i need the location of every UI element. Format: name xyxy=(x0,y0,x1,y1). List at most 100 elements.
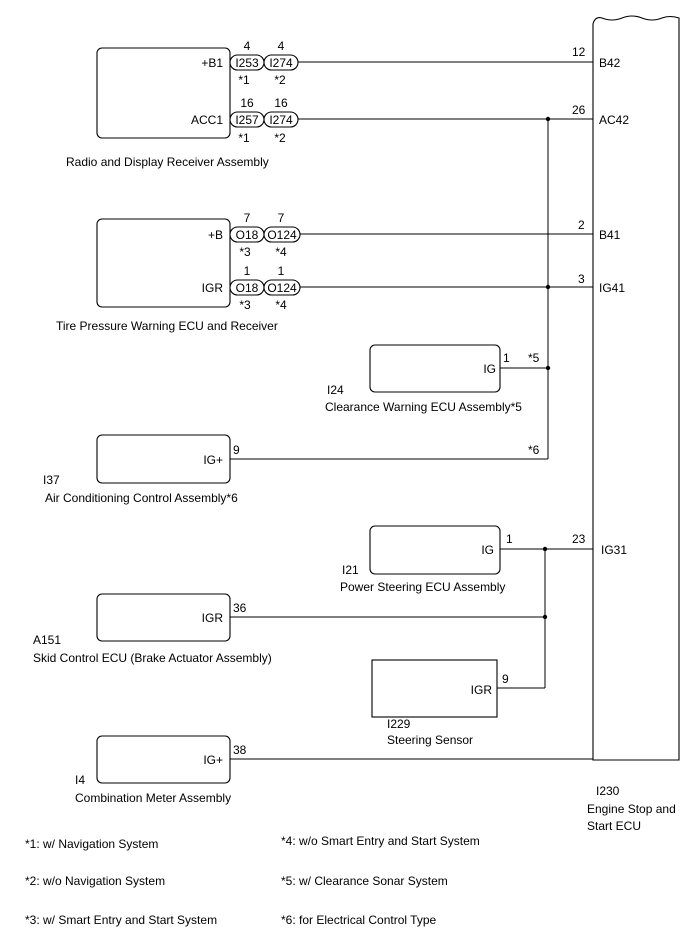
variant-note: *1 xyxy=(238,73,250,87)
footnote: *6: for Electrical Control Type xyxy=(281,913,437,927)
footnote: *3: w/ Smart Entry and Start System xyxy=(25,913,217,927)
component-box xyxy=(369,344,501,393)
component-name: Clearance Warning ECU Assembly*5 xyxy=(325,400,522,414)
component-name: Steering Sensor xyxy=(387,733,473,747)
component-name: Air Conditioning Control Assembly*6 xyxy=(45,491,238,505)
connector-code: O124 xyxy=(267,281,297,295)
variant-note: *2 xyxy=(274,131,286,145)
connector xyxy=(263,279,301,296)
component-box xyxy=(96,434,231,484)
power-steering-ecu: IG 1 I21 Power Steering ECU Assembly xyxy=(340,525,513,594)
pin-number: 7 xyxy=(244,211,251,225)
component-code: I21 xyxy=(342,563,359,577)
steering-sensor: IGR 9 I229 Steering Sensor xyxy=(371,659,509,747)
terminal-label: +B1 xyxy=(201,56,223,70)
junction-dot xyxy=(545,116,551,122)
terminal-label: IG xyxy=(483,362,496,376)
component-code: I24 xyxy=(327,383,344,397)
pin-number: 16 xyxy=(240,96,254,110)
radio-display-receiver: +B1 ACC1 Radio and Display Receiver Asse… xyxy=(66,39,299,169)
combination-meter: IG+ 38 I4 Combination Meter Assembly xyxy=(75,735,247,805)
connector-code: O124 xyxy=(267,228,297,242)
terminal-label: IG+ xyxy=(203,453,223,467)
ecu-code: I230 xyxy=(596,784,620,798)
pin-number: 9 xyxy=(233,443,240,457)
footnote: *2: w/o Navigation System xyxy=(25,874,165,888)
footnote: *4: w/o Smart Entry and Start System xyxy=(281,834,480,848)
clearance-warning-ecu: IG 1 *5 I24 Clearance Warning ECU Assemb… xyxy=(325,344,540,414)
component-name: Tire Pressure Warning ECU and Receiver xyxy=(56,319,278,333)
component-name: Power Steering ECU Assembly xyxy=(340,580,505,594)
junction-dot xyxy=(545,284,551,290)
variant-note: *6 xyxy=(528,443,540,457)
ecu-pin-name-ac42: AC42 xyxy=(599,113,629,127)
terminal-label: ACC1 xyxy=(191,113,223,127)
pin-number: 1 xyxy=(244,264,251,278)
wires xyxy=(227,61,593,760)
component-name: Combination Meter Assembly xyxy=(75,791,231,805)
junction-dot xyxy=(545,365,551,371)
variant-note: *4 xyxy=(275,245,287,259)
component-code: A151 xyxy=(33,633,61,647)
pin-number: 1 xyxy=(503,351,510,365)
pin-number: 1 xyxy=(278,264,285,278)
ecu-name-line1: Engine Stop and xyxy=(587,802,676,816)
footnote: *5: w/ Clearance Sonar System xyxy=(281,874,448,888)
component-box xyxy=(371,659,498,718)
component-box xyxy=(96,593,231,642)
connector-code: I274 xyxy=(269,113,293,127)
terminal-label: IGR xyxy=(471,683,493,697)
pin-number: 4 xyxy=(278,39,285,53)
component-code: I229 xyxy=(387,717,411,731)
terminal-label: IG+ xyxy=(203,753,223,767)
connector-code: O18 xyxy=(236,228,259,242)
ecu-pin-num-26: 26 xyxy=(572,103,586,117)
terminal-label: IGR xyxy=(202,611,224,625)
connector xyxy=(263,111,299,128)
component-box xyxy=(96,735,231,784)
pin-number: 7 xyxy=(278,211,285,225)
pin-number: 36 xyxy=(233,601,247,615)
junction-dot xyxy=(542,614,548,620)
variant-note: *3 xyxy=(239,298,251,312)
variant-note: *4 xyxy=(275,298,287,312)
footnotes: *1: w/ Navigation System *2: w/o Navigat… xyxy=(25,834,480,927)
pin-number: 4 xyxy=(244,39,251,53)
ecu-pin-name-b41: B41 xyxy=(599,228,621,242)
engine-stop-start-ecu: I230 Engine Stop and Start ECU B42 AC42 … xyxy=(572,15,680,833)
tire-pressure-warning-ecu: +B IGR Tire Pressure Warning ECU and Rec… xyxy=(56,211,301,333)
terminal-label: +B xyxy=(208,228,223,242)
connector-code: I257 xyxy=(235,113,259,127)
ecu-pin-name-ig41: IG41 xyxy=(599,281,625,295)
component-name: Radio and Display Receiver Assembly xyxy=(66,155,269,169)
variant-note: *5 xyxy=(528,351,540,365)
component-name: Skid Control ECU (Brake Actuator Assembl… xyxy=(33,651,272,665)
ecu-pin-num-12: 12 xyxy=(572,45,586,59)
variant-note: *1 xyxy=(238,131,250,145)
component-code: I4 xyxy=(75,773,85,787)
air-conditioning-control: IG+ 9 *6 I37 Air Conditioning Control As… xyxy=(43,434,540,505)
connector-code: I274 xyxy=(269,56,293,70)
ecu-pin-name-b42: B42 xyxy=(599,56,621,70)
ecu-pin-name-ig31: IG31 xyxy=(601,543,627,557)
terminal-label: IGR xyxy=(202,281,224,295)
pin-number: 1 xyxy=(506,532,513,546)
component-box xyxy=(96,47,231,139)
ecu-pin-num-23: 23 xyxy=(572,532,586,546)
footnote: *1: w/ Navigation System xyxy=(25,837,158,851)
component-code: I37 xyxy=(43,473,60,487)
variant-note: *3 xyxy=(239,245,251,259)
pin-number: 38 xyxy=(233,743,247,757)
terminal-label: IG xyxy=(481,543,494,557)
variant-note: *2 xyxy=(274,73,286,87)
pin-number: 9 xyxy=(502,672,509,686)
component-box xyxy=(369,525,501,575)
connector xyxy=(263,226,301,243)
ecu-pin-num-2: 2 xyxy=(578,218,585,232)
junction-dot xyxy=(542,546,548,552)
ecu-name-line2: Start ECU xyxy=(587,819,641,833)
connector-code: O18 xyxy=(236,281,259,295)
connector xyxy=(263,54,299,71)
skid-control-ecu: IGR 36 A151 Skid Control ECU (Brake Actu… xyxy=(33,593,272,665)
